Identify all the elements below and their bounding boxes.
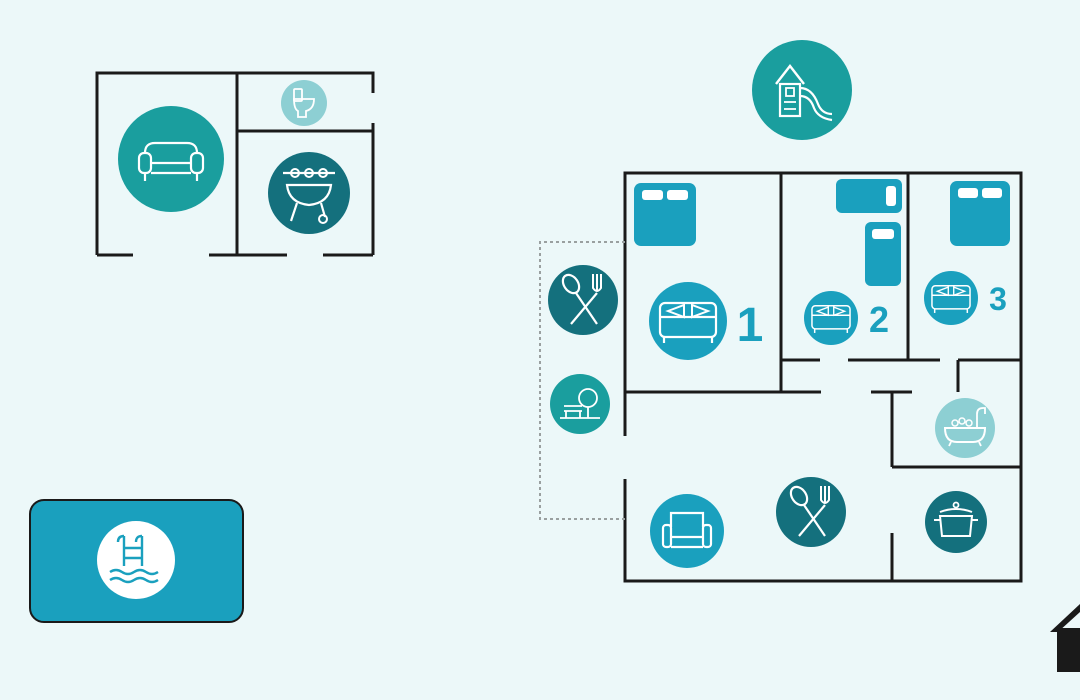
playhouse-slide-icon [752,40,852,140]
bathtub-icon [935,398,995,458]
sofa-icon [118,106,224,212]
dining-icon [776,477,846,547]
terrace-outline [539,241,625,520]
bedroom-3-number: 3 [989,281,1007,317]
pool-ladder-icon [97,521,175,599]
single-bed-horizontal-piece [836,179,902,213]
outdoor-dining-icon [548,265,618,335]
bench-tree-icon [550,374,610,434]
bedroom-2-icon [804,291,858,345]
bedroom-2-number: 2 [869,299,889,340]
bedroom-1-number: 1 [737,299,764,352]
single-bed-vertical-piece [865,222,901,286]
outbuilding-walls [95,71,375,257]
bedroom-3-icon [924,271,978,325]
bedroom-1-icon [649,282,727,360]
pool [29,499,244,623]
house-walls [623,171,1023,583]
barbecue-icon [268,152,350,234]
cooking-pot-icon [925,491,987,553]
bed-3-piece [950,181,1010,246]
bed-1-piece [634,183,696,246]
toilet-icon [281,80,327,126]
home-icon [1050,604,1080,672]
armchair-icon [650,494,724,568]
